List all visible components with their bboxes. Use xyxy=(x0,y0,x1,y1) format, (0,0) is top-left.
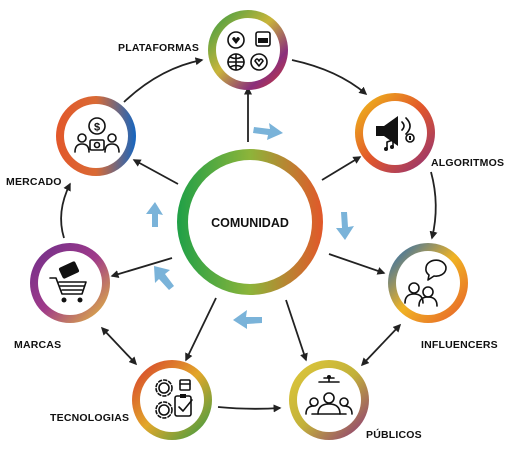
social-platforms-icon xyxy=(227,31,271,71)
connector-plataformas-algoritmos xyxy=(291,59,368,95)
radial-publicos xyxy=(285,299,308,362)
node-label-influencers: INFLUENCERS xyxy=(421,339,498,351)
node-marcas xyxy=(30,243,110,323)
flow-arrows xyxy=(146,123,354,329)
node-plataformas xyxy=(208,10,288,90)
connector-marcas-mercado xyxy=(60,182,71,239)
flow-arrow xyxy=(154,266,174,290)
shopping-cart-icon xyxy=(49,261,87,303)
node-label-mercado: MERCADO xyxy=(6,176,62,188)
flow-arrow xyxy=(336,212,354,240)
node-tecnologias xyxy=(132,360,212,440)
node-algoritmos xyxy=(355,93,435,173)
node-label-plataformas: PLATAFORMAS xyxy=(118,42,199,54)
svg-text:$: $ xyxy=(94,122,100,134)
megaphone-icon xyxy=(376,116,415,151)
audience-icon xyxy=(305,375,353,415)
connector-tecnologias-publicos xyxy=(217,404,282,413)
radial-connectors xyxy=(110,86,386,362)
flow-arrow xyxy=(233,310,262,329)
node-label-algoritmos: ALGORITMOS xyxy=(431,157,504,169)
cycle-connectors xyxy=(60,57,438,413)
center-label: COMUNIDAD xyxy=(211,216,289,230)
radial-marcas xyxy=(110,257,173,278)
gears-clipboard-icon xyxy=(155,379,193,419)
node-label-marcas: MARCAS xyxy=(14,339,61,351)
node-mercado: $ xyxy=(56,96,136,176)
connector-marcas-tecnologias xyxy=(100,326,138,366)
money-people-icon: $ xyxy=(74,117,120,153)
radial-tecnologias xyxy=(185,297,217,362)
node-label-tecnologias: TECNOLOGIAS xyxy=(50,412,129,424)
center-node: COMUNIDAD xyxy=(177,149,323,295)
radial-algoritmos xyxy=(321,156,362,181)
connector-influencers-publicos xyxy=(360,323,402,367)
node-publicos xyxy=(289,360,369,440)
connector-mercado-plataformas xyxy=(123,57,204,103)
flow-arrow xyxy=(253,123,283,140)
radial-influencers xyxy=(328,253,386,275)
connector-algoritmos-influencers xyxy=(429,171,438,240)
node-influencers xyxy=(388,243,468,323)
speech-bubble-people-icon xyxy=(404,259,447,307)
radial-mercado xyxy=(132,159,179,185)
flow-arrow xyxy=(146,202,163,227)
node-label-publicos: PÚBLICOS xyxy=(366,428,422,441)
